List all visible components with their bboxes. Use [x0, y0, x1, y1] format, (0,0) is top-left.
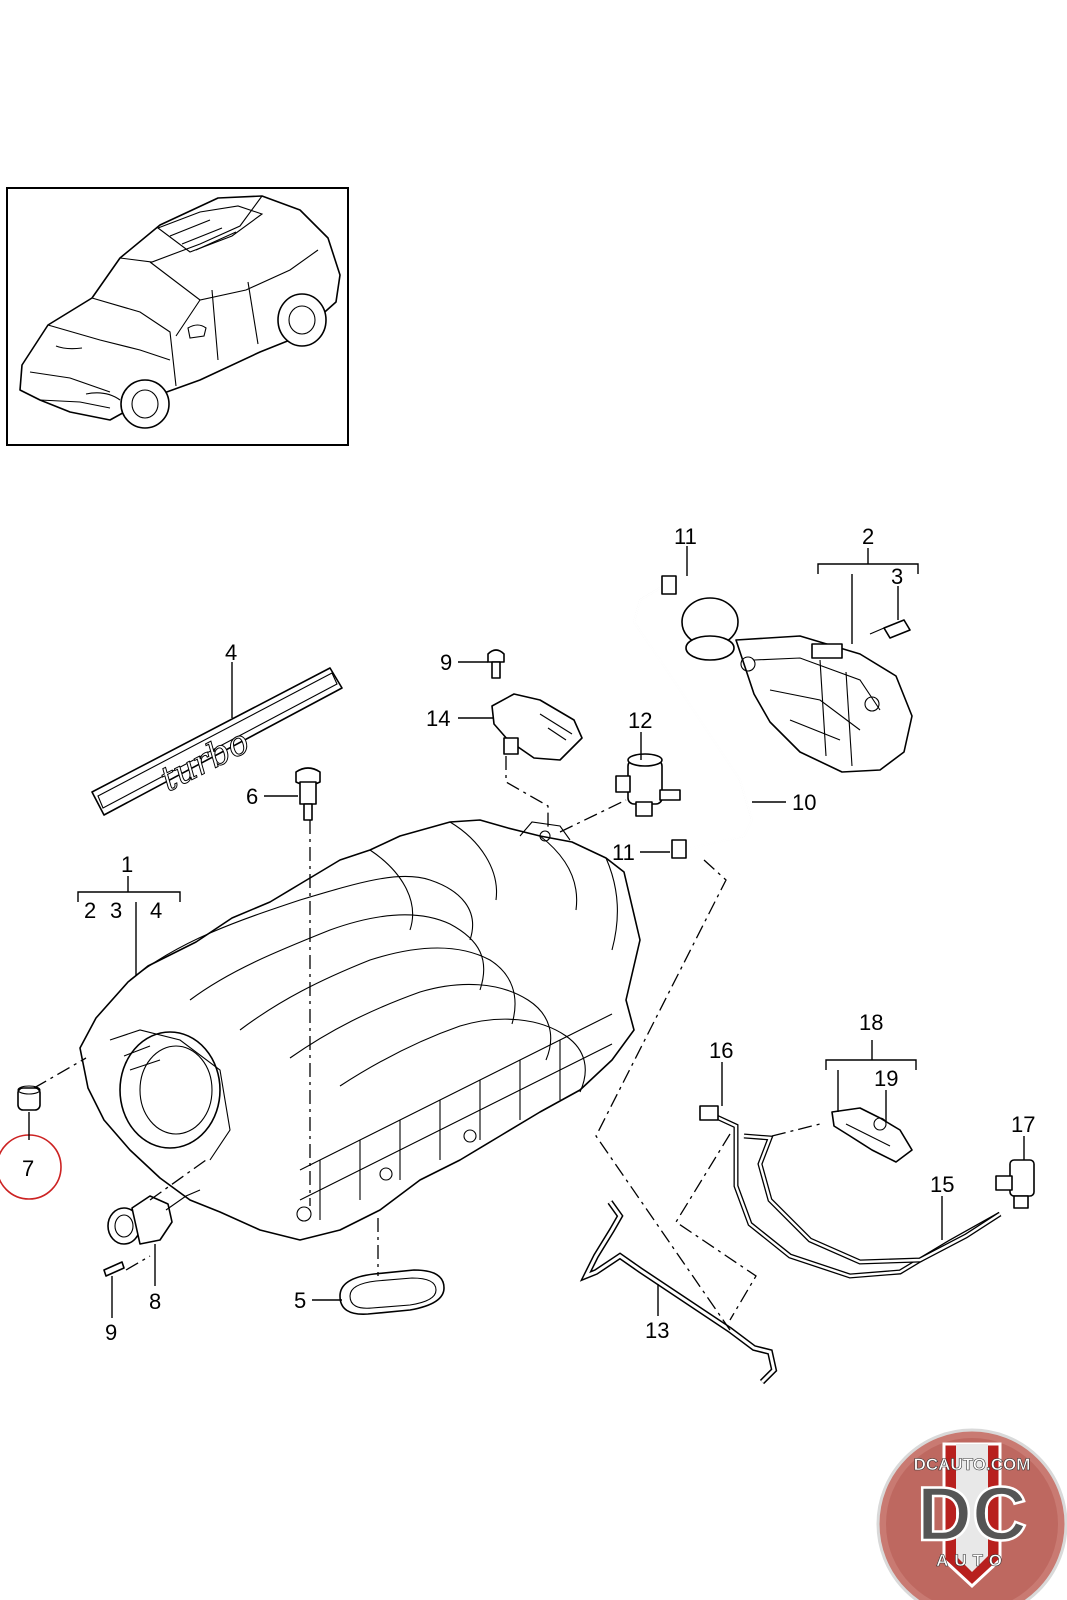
part-bracket-18: [831, 1107, 913, 1163]
callout-2: 2: [862, 524, 874, 549]
part-hose-10: [632, 575, 754, 859]
car-illustration: [19, 195, 341, 429]
callout-17: 17: [1011, 1112, 1035, 1137]
part-sensor-14: [491, 693, 583, 761]
part-cap-7: [17, 1085, 41, 1111]
logo-monogram: DC: [917, 1472, 1027, 1557]
part-sensor-8: [107, 1189, 201, 1245]
callout-14: 14: [426, 706, 450, 731]
callout-1-sub-2: 2: [84, 898, 96, 923]
part-bolt-9-upper: [487, 649, 505, 679]
callout-12: 12: [628, 708, 652, 733]
vehicle-inset: [6, 187, 349, 446]
callout-8: 8: [149, 1289, 161, 1314]
logo-bottom-text: AUTO: [936, 1551, 1008, 1570]
callout-1: 1: [121, 852, 133, 877]
callout-18: 18: [859, 1010, 883, 1035]
callout-19: 19: [874, 1066, 898, 1091]
callout-9-upper: 9: [440, 650, 452, 675]
callout-5: 5: [294, 1288, 306, 1313]
part-valve-17: [995, 1159, 1035, 1209]
part-hose-15: [743, 1133, 1002, 1265]
callout-6: 6: [246, 784, 258, 809]
logo-top-text: DCAUTO.COM: [914, 1455, 1031, 1474]
callout-10: 10: [792, 790, 816, 815]
part-gasket-5: [339, 1269, 445, 1315]
part-intake-manifold: [79, 819, 641, 1241]
callout-13: 13: [645, 1318, 669, 1343]
part-actuator-2: [681, 597, 913, 773]
dcauto-logo: DCAUTO.COM DC AUTO: [876, 1428, 1067, 1600]
callout-9-lower: 9: [105, 1320, 117, 1345]
part-valve-12: [615, 753, 681, 817]
callout-1-sub-4: 4: [150, 898, 162, 923]
callout-11-top: 11: [674, 524, 697, 549]
callout-16: 16: [709, 1038, 733, 1063]
callout-11-bottom: 11: [612, 840, 635, 865]
callouts: 1 2 3 4 2 3 4 5 6 7 8 9 9 10 11 11 12 13…: [22, 524, 1035, 1345]
part-pipe-13: [579, 1200, 778, 1385]
callout-7: 7: [22, 1156, 34, 1181]
callout-4: 4: [225, 640, 237, 665]
connection-lines: [33, 756, 821, 1331]
callout-15: 15: [930, 1172, 954, 1197]
callout-1-sub-3: 3: [110, 898, 122, 923]
part-bolt-6: [295, 767, 321, 821]
part-bolt-9-lower: [103, 1261, 125, 1277]
part-screw-3: [869, 619, 911, 639]
leader-lines: [28, 546, 1025, 1318]
callout-3: 3: [891, 564, 903, 589]
